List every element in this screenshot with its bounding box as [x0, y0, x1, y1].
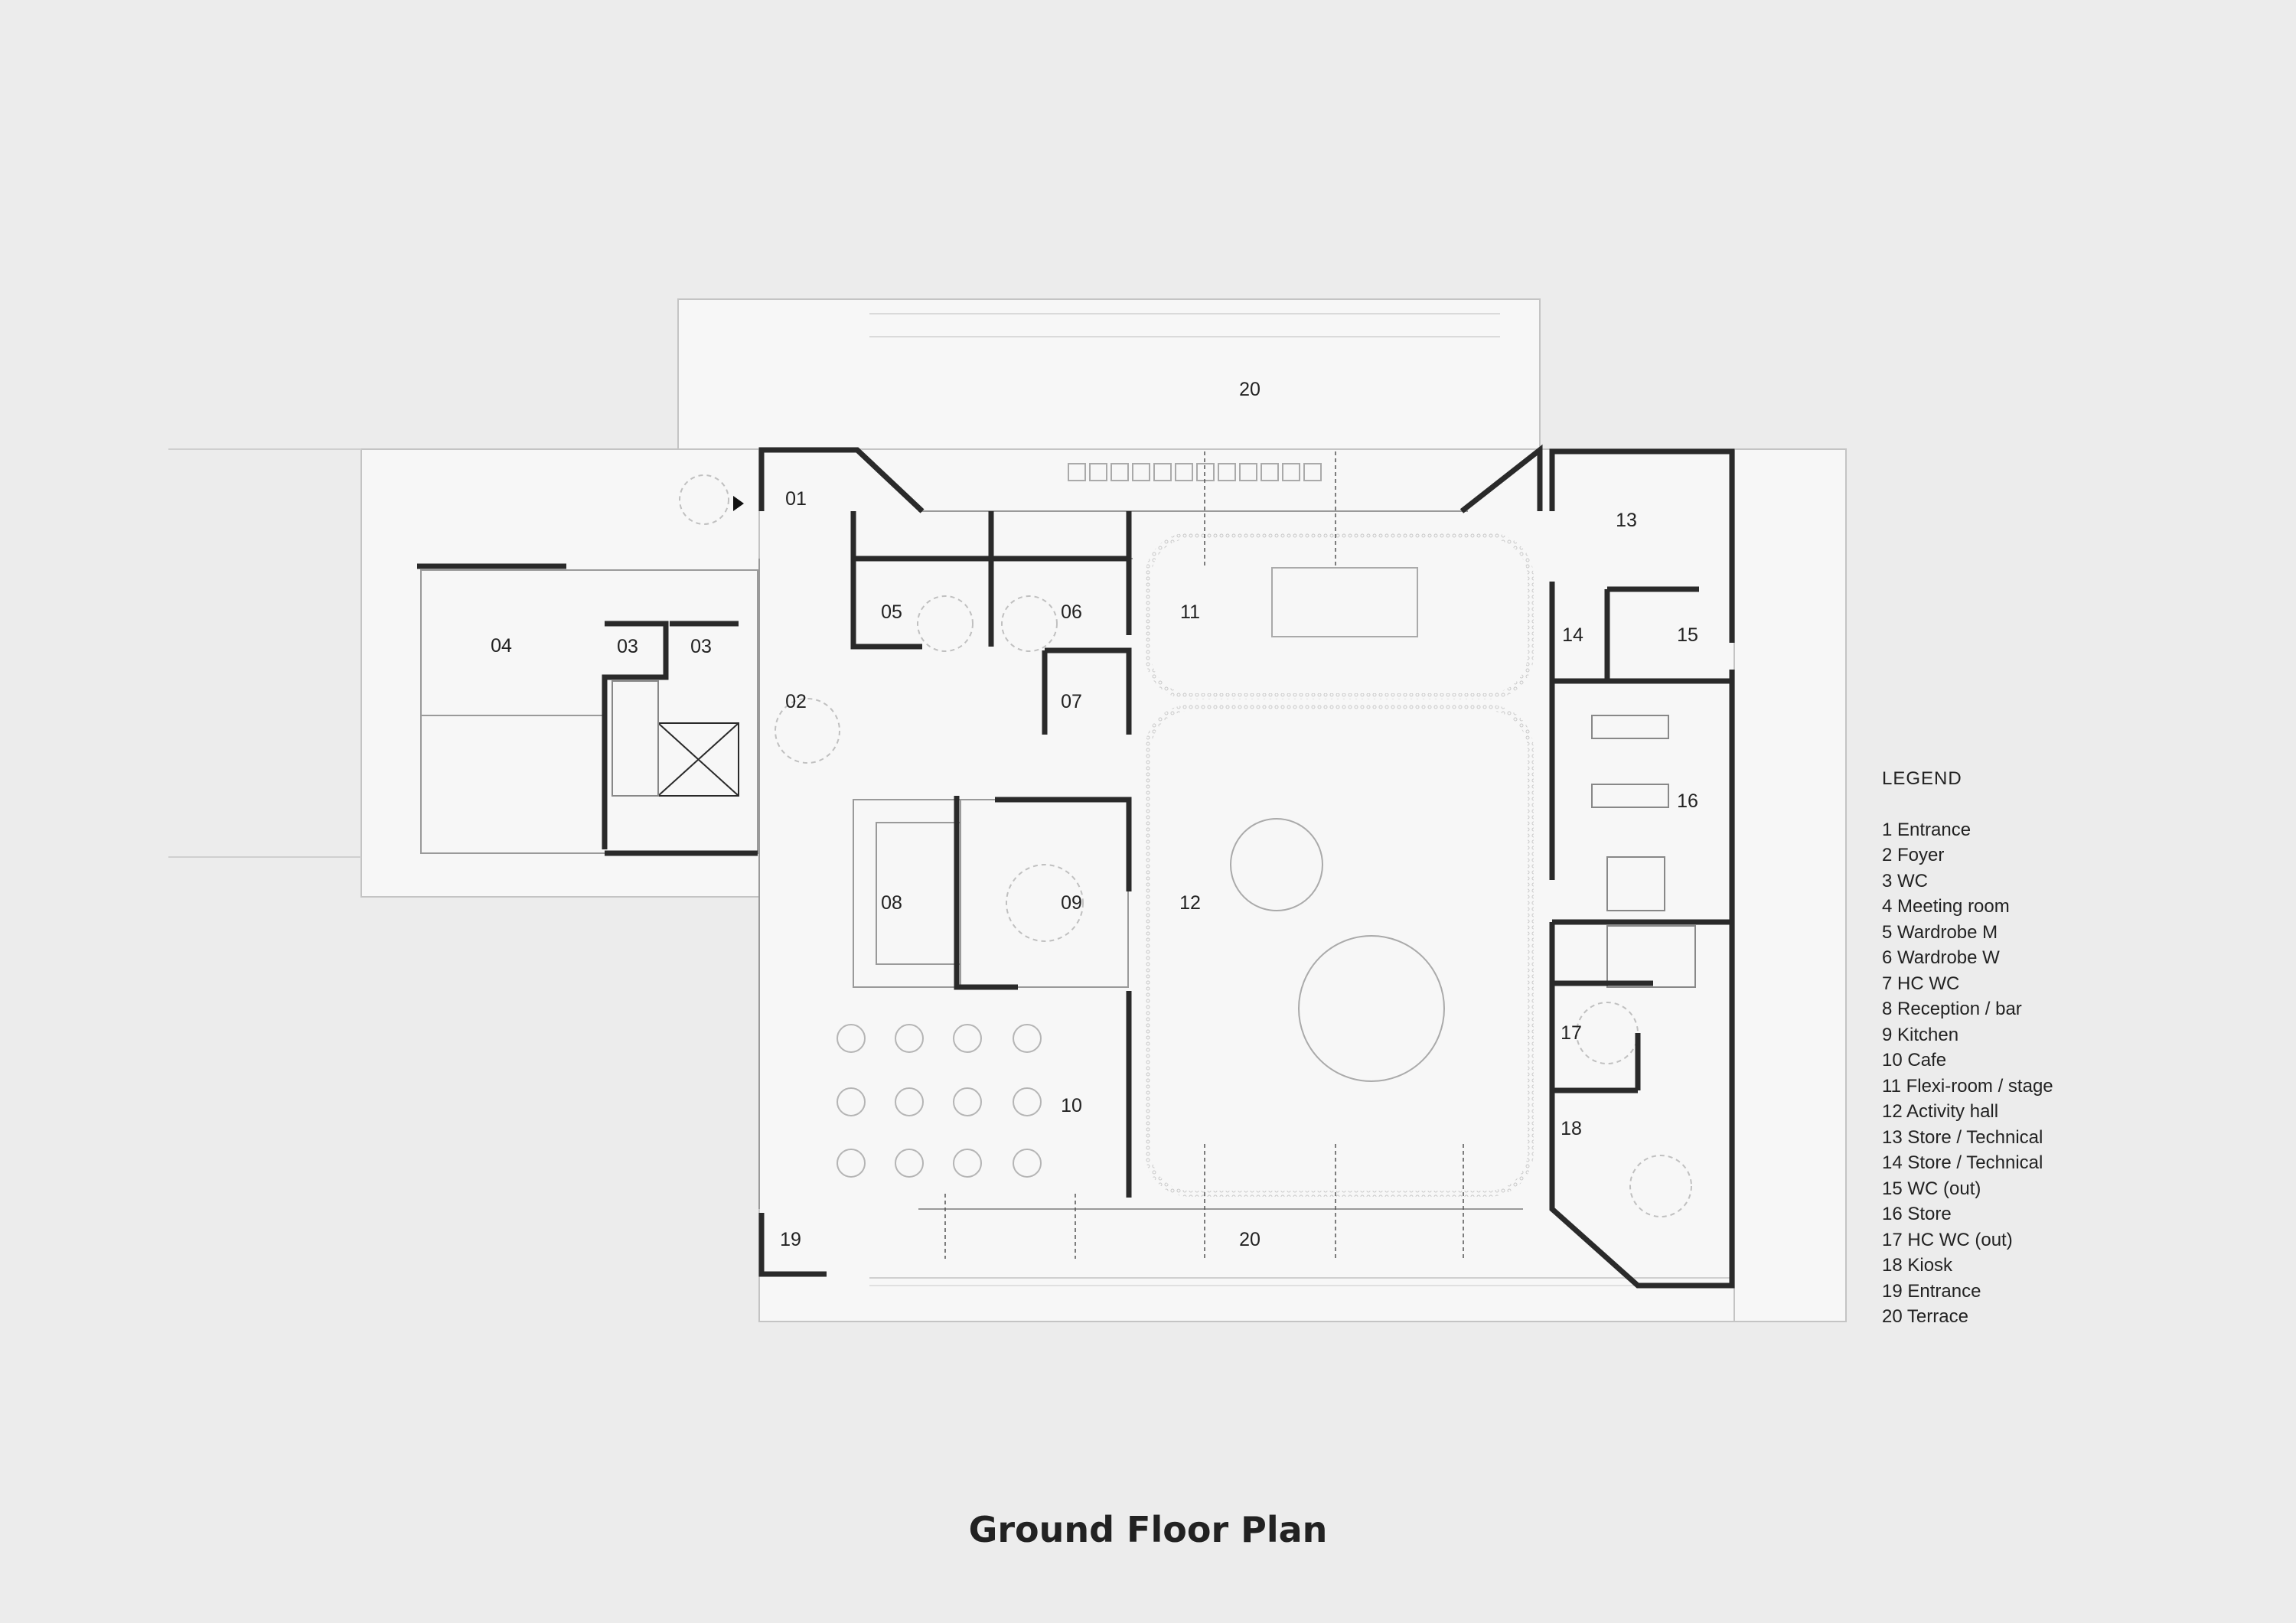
legend-item: 4 Meeting room: [1882, 896, 2010, 917]
room-label-10: 10: [1061, 1095, 1082, 1116]
room-label-04: 04: [491, 635, 512, 657]
legend-item: 15 WC (out): [1882, 1178, 1981, 1199]
legend-item: 3 WC: [1882, 870, 1928, 891]
entrance-arrow: [733, 496, 744, 511]
activity-hall-circle-large: [1298, 935, 1445, 1082]
legend-item: 9 Kitchen: [1882, 1024, 1959, 1045]
room-labels: 01 02 03 03 04 05 06 07 08 09 10 11 12 1…: [491, 379, 1698, 1250]
room-label-06: 06: [1061, 601, 1082, 623]
flexi-room-outline: [1145, 533, 1534, 699]
legend-item: 10 Cafe: [1882, 1050, 1947, 1071]
flexi-room-table: [1271, 567, 1418, 637]
legend: LEGEND 1 Entrance 2 Foyer 3 WC 4 Meeting…: [1882, 766, 2053, 1330]
legend-item: 17 HC WC (out): [1882, 1229, 2013, 1250]
site-west-extension: [360, 448, 760, 898]
walls: [417, 444, 1735, 1289]
legend-item: 7 HC WC: [1882, 973, 1960, 994]
room-label-01: 01: [785, 488, 807, 510]
room-label-07: 07: [1061, 691, 1082, 712]
room-label-08: 08: [881, 892, 902, 914]
room-label-09: 09: [1061, 892, 1082, 914]
room-label-05: 05: [881, 601, 902, 623]
cafe-tables: [837, 1024, 1042, 1178]
room-label-14: 14: [1562, 624, 1583, 646]
activity-hall-outline: [1145, 705, 1534, 1197]
legend-item: 5 Wardrobe M: [1882, 921, 1998, 943]
legend-item: 20 Terrace: [1882, 1306, 1968, 1327]
legend-item: 8 Reception / bar: [1882, 999, 2022, 1019]
legend-item: 16 Store: [1882, 1204, 1952, 1224]
legend-item: 2 Foyer: [1882, 845, 1945, 865]
legend-item: 13 Store / Technical: [1882, 1126, 2043, 1148]
room-label-18: 18: [1561, 1118, 1582, 1139]
circulation-arrows: [944, 451, 1464, 1259]
room-label-19: 19: [780, 1229, 801, 1250]
room-label-15: 15: [1677, 624, 1698, 646]
legend-title: LEGEND: [1882, 768, 1962, 789]
stairs-and-shafts: [612, 680, 1696, 988]
room-label-20-south: 20: [1239, 1229, 1261, 1250]
room-label-02: 02: [785, 691, 807, 712]
door-swings: [679, 474, 1692, 1217]
room-label-16: 16: [1677, 790, 1698, 812]
legend-item: 18 Kiosk: [1882, 1255, 1953, 1276]
room-label-17: 17: [1561, 1022, 1582, 1044]
activity-hall-circle-small: [1230, 818, 1323, 911]
legend-item: 1 Entrance: [1882, 819, 1971, 840]
legend-item: 6 Wardrobe W: [1882, 947, 2000, 968]
room-label-11: 11: [1180, 601, 1200, 623]
legend-item: 14 Store / Technical: [1882, 1152, 2043, 1173]
site-east-strip: [1733, 448, 1847, 1322]
legend-item: 11 Flexi-room / stage: [1882, 1075, 2053, 1097]
room-label-13: 13: [1616, 510, 1637, 531]
room-label-20-north: 20: [1239, 379, 1261, 400]
legend-item: 12 Activity hall: [1882, 1101, 1999, 1122]
room-label-12: 12: [1179, 892, 1201, 914]
legend-item: 19 Entrance: [1882, 1280, 1981, 1302]
room-label-03a: 03: [617, 636, 638, 657]
north-storage-boxes: [1068, 463, 1322, 481]
plan-title: Ground Floor Plan: [968, 1509, 1328, 1550]
room-label-03b: 03: [690, 636, 712, 657]
terrace-north: [677, 298, 1541, 450]
